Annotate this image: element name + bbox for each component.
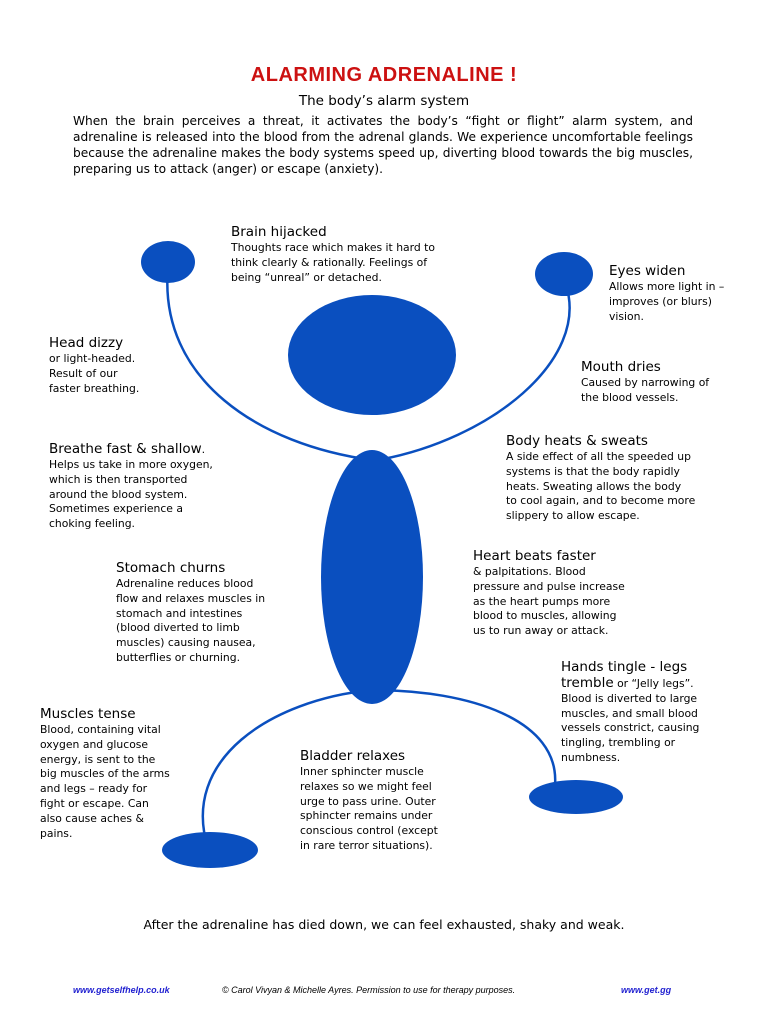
right-foot-shape [529, 780, 623, 814]
page-subtitle: The body’s alarm system [298, 93, 470, 109]
label-head: Head dizzy or light-headed.Result of our… [49, 335, 140, 395]
credits-bar: www.getselfhelp.co.uk © Carol Vivyan & M… [0, 985, 768, 999]
label-heart: Heart beats faster & palpitations. Blood… [473, 548, 625, 638]
left-arm [166, 267, 373, 462]
label-hands: Hands tingle - legs tremble or “Jelly le… [561, 659, 700, 764]
left-leg [201, 688, 373, 849]
closing-note: After the adrenaline has died down, we c… [143, 917, 625, 932]
intro-paragraph: When the brain perceives a threat, it ac… [73, 114, 693, 176]
label-breathe: Breathe fast & shallow. Helps us take in… [49, 441, 213, 531]
label-heat: Body heats & sweats A side effect of all… [506, 433, 696, 523]
body-shape [321, 450, 423, 704]
right-arm [377, 284, 571, 462]
label-brain: Brain hijacked Thoughts race which makes… [231, 224, 436, 284]
right-hand-shape [535, 252, 593, 296]
head-shape [288, 295, 456, 415]
right-leg [371, 688, 557, 786]
left-hand-shape [141, 241, 195, 283]
getgg-link[interactable]: www.get.gg [621, 985, 672, 995]
copyright-text: © Carol Vivyan & Michelle Ayres. Permiss… [222, 985, 516, 995]
label-eyes: Eyes widen Allows more light in –improve… [609, 263, 725, 323]
left-foot-shape [162, 832, 258, 868]
page-title: ALARMING ADRENALINE ! [250, 64, 518, 86]
getselfhelp-link[interactable]: www.getselfhelp.co.uk [73, 985, 170, 995]
